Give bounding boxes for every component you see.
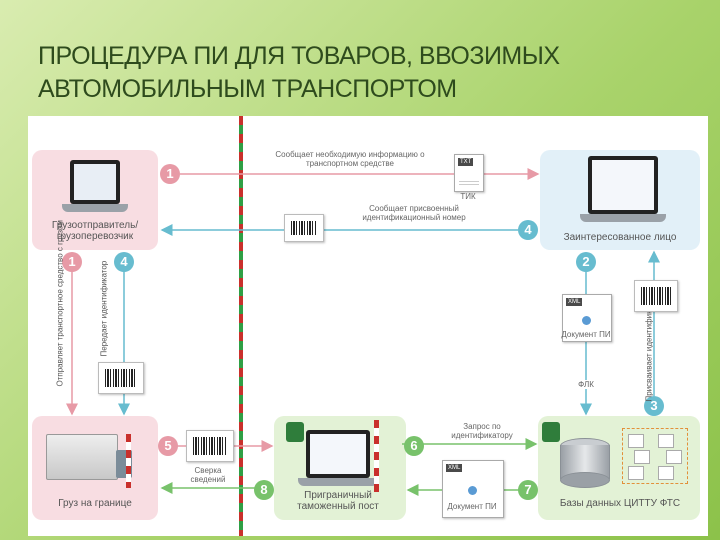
vertical-label-send-cargo: Отправляет транспортное средство с грузо… [55,220,65,387]
barcode-card-shipper [98,362,144,394]
title-line-2: АВТОМОБИЛЬНЫМ ТРАНСПОРТОМ [38,75,457,103]
step-1-left-badge: 1 [62,252,82,272]
title-line-1: ПРОЦЕДУРА ПИ ДЛЯ ТОВАРОВ, ВВОЗИМЫХ [38,42,560,70]
xml-tag-bottom: XML [446,464,463,472]
txt-tag: TXT [458,158,474,166]
customs-post-label: Приграничный таможенный пост [297,490,379,512]
database-label: Базы данных ЦИТТУ ФТС [559,498,681,509]
truck-icon [46,434,118,480]
message-flk: ФЛК [566,380,606,389]
customs-emblem-db-icon [542,422,560,442]
interested-label: Заинтересованное лицо [563,232,677,243]
step-2-badge: 2 [576,252,596,272]
message-step-1: Сообщает необходимую информацию о трансп… [275,150,425,168]
barcode-card-step-4 [284,214,324,242]
database-icon [560,438,610,488]
barcode-card-step-5 [186,430,234,462]
step-3-badge: 3 [644,396,664,416]
doc-pile-icon-1 [628,434,644,448]
vertical-label-assign-id: Присваивает идентификатор [644,293,654,402]
doc-pi-label-top: Документ ПИ [561,330,611,339]
step-4-right-badge: 4 [518,220,538,240]
doc-pile-icon-4 [666,450,682,464]
shipper-label: Грузоотправитель/ грузоперевозчик [51,220,139,242]
shipper-laptop-icon [62,160,128,212]
customs-emblem-icon [286,422,304,442]
vertical-label-pass-id: Передает идентификатор [99,260,109,357]
doc-pi-icon-bottom: XML [442,460,504,518]
step-1-top-badge: 1 [160,164,180,184]
doc-pi-icon-top: XML [562,294,612,342]
customs-laptop-icon [298,430,378,486]
doc-pile-box [622,428,688,484]
tik-document-icon: TXT [454,154,484,192]
message-step-6: Запрос по идентификатору [451,422,513,440]
page-title: ПРОЦЕДУРА ПИ ДЛЯ ТОВАРОВ, ВВОЗИМЫХ АВТОМ… [38,40,678,106]
doc-pile-icon-6 [658,466,674,480]
interested-laptop-icon [580,156,666,222]
step-6-badge: 6 [404,436,424,456]
doc-pile-icon-3 [634,450,650,464]
message-step-4: Сообщает присвоенный идентификационный н… [362,204,466,222]
step-5-badge: 5 [158,436,178,456]
message-step-5: Сверка сведений [190,466,226,484]
cargo-label: Груз на границе [58,498,132,509]
step-7-badge: 7 [518,480,538,500]
border-pole-right-icon [374,420,379,492]
barcode-card-step-3 [634,280,678,312]
doc-pile-icon-2 [658,434,674,448]
tik-document-label: ТИК [460,192,476,201]
border-pole-left-icon [126,434,131,488]
doc-pi-label-bottom: Документ ПИ [447,502,497,511]
state-border-line [239,116,243,536]
doc-pile-icon-5 [628,466,644,480]
xml-tag-top: XML [566,298,583,306]
diagram-canvas: Грузоотправитель/ грузоперевозчик Заинте… [28,116,708,536]
step-8-badge: 8 [254,480,274,500]
step-4-left-badge: 4 [114,252,134,272]
